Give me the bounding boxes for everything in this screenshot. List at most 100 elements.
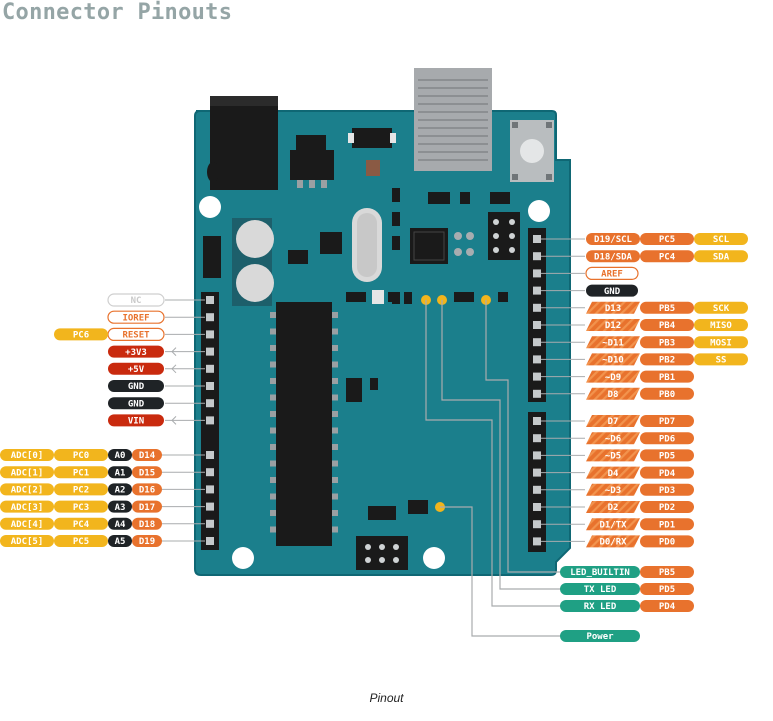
label-text: SS xyxy=(716,356,727,366)
chip-pin xyxy=(332,312,338,318)
label-text: PB5 xyxy=(659,304,675,314)
header-pin xyxy=(206,364,214,373)
label-text: PD5 xyxy=(659,452,675,462)
label-text: ~D6 xyxy=(605,434,621,444)
chip-pin xyxy=(270,427,276,434)
label-bg xyxy=(586,483,640,496)
chip-pin xyxy=(332,411,338,417)
chip-pin xyxy=(332,493,338,500)
digital-pin-label: D18/SDA xyxy=(586,250,640,262)
label-bg xyxy=(108,517,132,530)
header-pin xyxy=(206,347,214,356)
label-text: PD2 xyxy=(659,503,675,513)
chip-pin xyxy=(270,493,276,500)
label-text: D19 xyxy=(139,537,155,547)
label-text: D13 xyxy=(605,304,621,314)
label-bg xyxy=(54,517,108,530)
digital-pin-label: ~D5 xyxy=(586,449,640,462)
label-bg xyxy=(560,566,640,578)
label-bg xyxy=(585,266,639,280)
label-bg xyxy=(640,387,694,400)
label-bg xyxy=(640,250,694,263)
port-label: PD6 xyxy=(640,432,694,444)
label-bg xyxy=(694,319,748,331)
label-text: D4 xyxy=(608,469,619,479)
label-text: D17 xyxy=(139,503,155,513)
led-label: TX LED xyxy=(560,583,640,595)
label-text: PD1 xyxy=(659,520,675,530)
chip-pin xyxy=(332,394,338,401)
label-bg xyxy=(0,535,54,547)
chevron-icon xyxy=(171,347,177,356)
label-bg xyxy=(640,566,694,578)
label-text: ~D3 xyxy=(605,486,621,496)
header-pin xyxy=(206,313,214,322)
label-bg xyxy=(586,319,640,331)
label-text: PD4 xyxy=(659,469,676,479)
label-text: D19/SCL xyxy=(594,235,633,245)
adc-label: ADC[1] xyxy=(0,466,54,478)
header-pin xyxy=(533,372,541,381)
header-pin xyxy=(206,382,214,390)
digital-pin-label: D14 xyxy=(132,449,162,461)
label-text: D16 xyxy=(139,486,155,496)
label-text: PB4 xyxy=(659,321,676,331)
label-bg xyxy=(694,301,748,314)
header-pin xyxy=(206,451,214,459)
label-text: ADC[4] xyxy=(11,520,44,530)
label-bg xyxy=(640,483,694,496)
port-label: PC6 xyxy=(54,328,108,341)
label-text: A4 xyxy=(115,520,126,530)
chip-pin xyxy=(332,444,338,450)
label-text: PD3 xyxy=(659,486,675,496)
header-pin xyxy=(533,389,541,398)
label-bg xyxy=(586,415,640,427)
port-label: PD5 xyxy=(640,583,694,595)
function-label: SS xyxy=(694,353,748,366)
port-label: PD4 xyxy=(640,466,694,479)
label-text: NC xyxy=(131,296,142,306)
label-bg xyxy=(640,336,694,349)
port-label: PB3 xyxy=(640,336,694,348)
adc-label: ADC[5] xyxy=(0,535,54,547)
digital-pin-label: ~D3 xyxy=(586,483,640,496)
port-label: PC4 xyxy=(54,517,108,530)
label-text: ~D10 xyxy=(602,356,624,366)
label-bg xyxy=(0,500,54,513)
power-pin-label: GND xyxy=(108,397,164,409)
label-bg xyxy=(586,432,640,445)
label-text: ADC[5] xyxy=(11,537,44,547)
icsp-header-lower xyxy=(356,536,408,570)
label-bg xyxy=(54,535,108,547)
label-text: PD7 xyxy=(659,417,675,427)
label-text: D0/RX xyxy=(599,538,627,548)
label-text: SDA xyxy=(713,252,730,262)
label-text: PB1 xyxy=(659,373,675,383)
chip-pin xyxy=(332,460,338,467)
header-pin xyxy=(533,235,541,243)
label-bg xyxy=(640,466,694,479)
label-text: PB5 xyxy=(659,568,675,578)
label-bg xyxy=(108,380,164,392)
header-pin xyxy=(533,434,541,443)
port-label: PC2 xyxy=(54,483,108,496)
header-pin xyxy=(533,355,541,364)
label-text: SCL xyxy=(713,235,730,245)
port-label: PC5 xyxy=(640,233,694,245)
chevron-icon xyxy=(171,364,177,374)
chip-pin xyxy=(270,411,276,417)
label-text: D18 xyxy=(139,520,155,530)
label-text: D7 xyxy=(608,417,619,427)
chevron-icon xyxy=(171,416,177,425)
label-bg xyxy=(108,535,132,547)
label-text: A2 xyxy=(115,486,126,496)
power-pin-label: VIN xyxy=(108,414,164,427)
chip-pin xyxy=(270,378,276,384)
label-text: ~D5 xyxy=(605,452,621,462)
port-label: PC4 xyxy=(640,250,694,262)
label-bg xyxy=(694,353,748,366)
label-bg xyxy=(560,600,640,612)
port-label: PC3 xyxy=(54,500,108,513)
power-pin-label: RESET xyxy=(107,327,165,341)
label-text: ~D11 xyxy=(602,338,624,348)
